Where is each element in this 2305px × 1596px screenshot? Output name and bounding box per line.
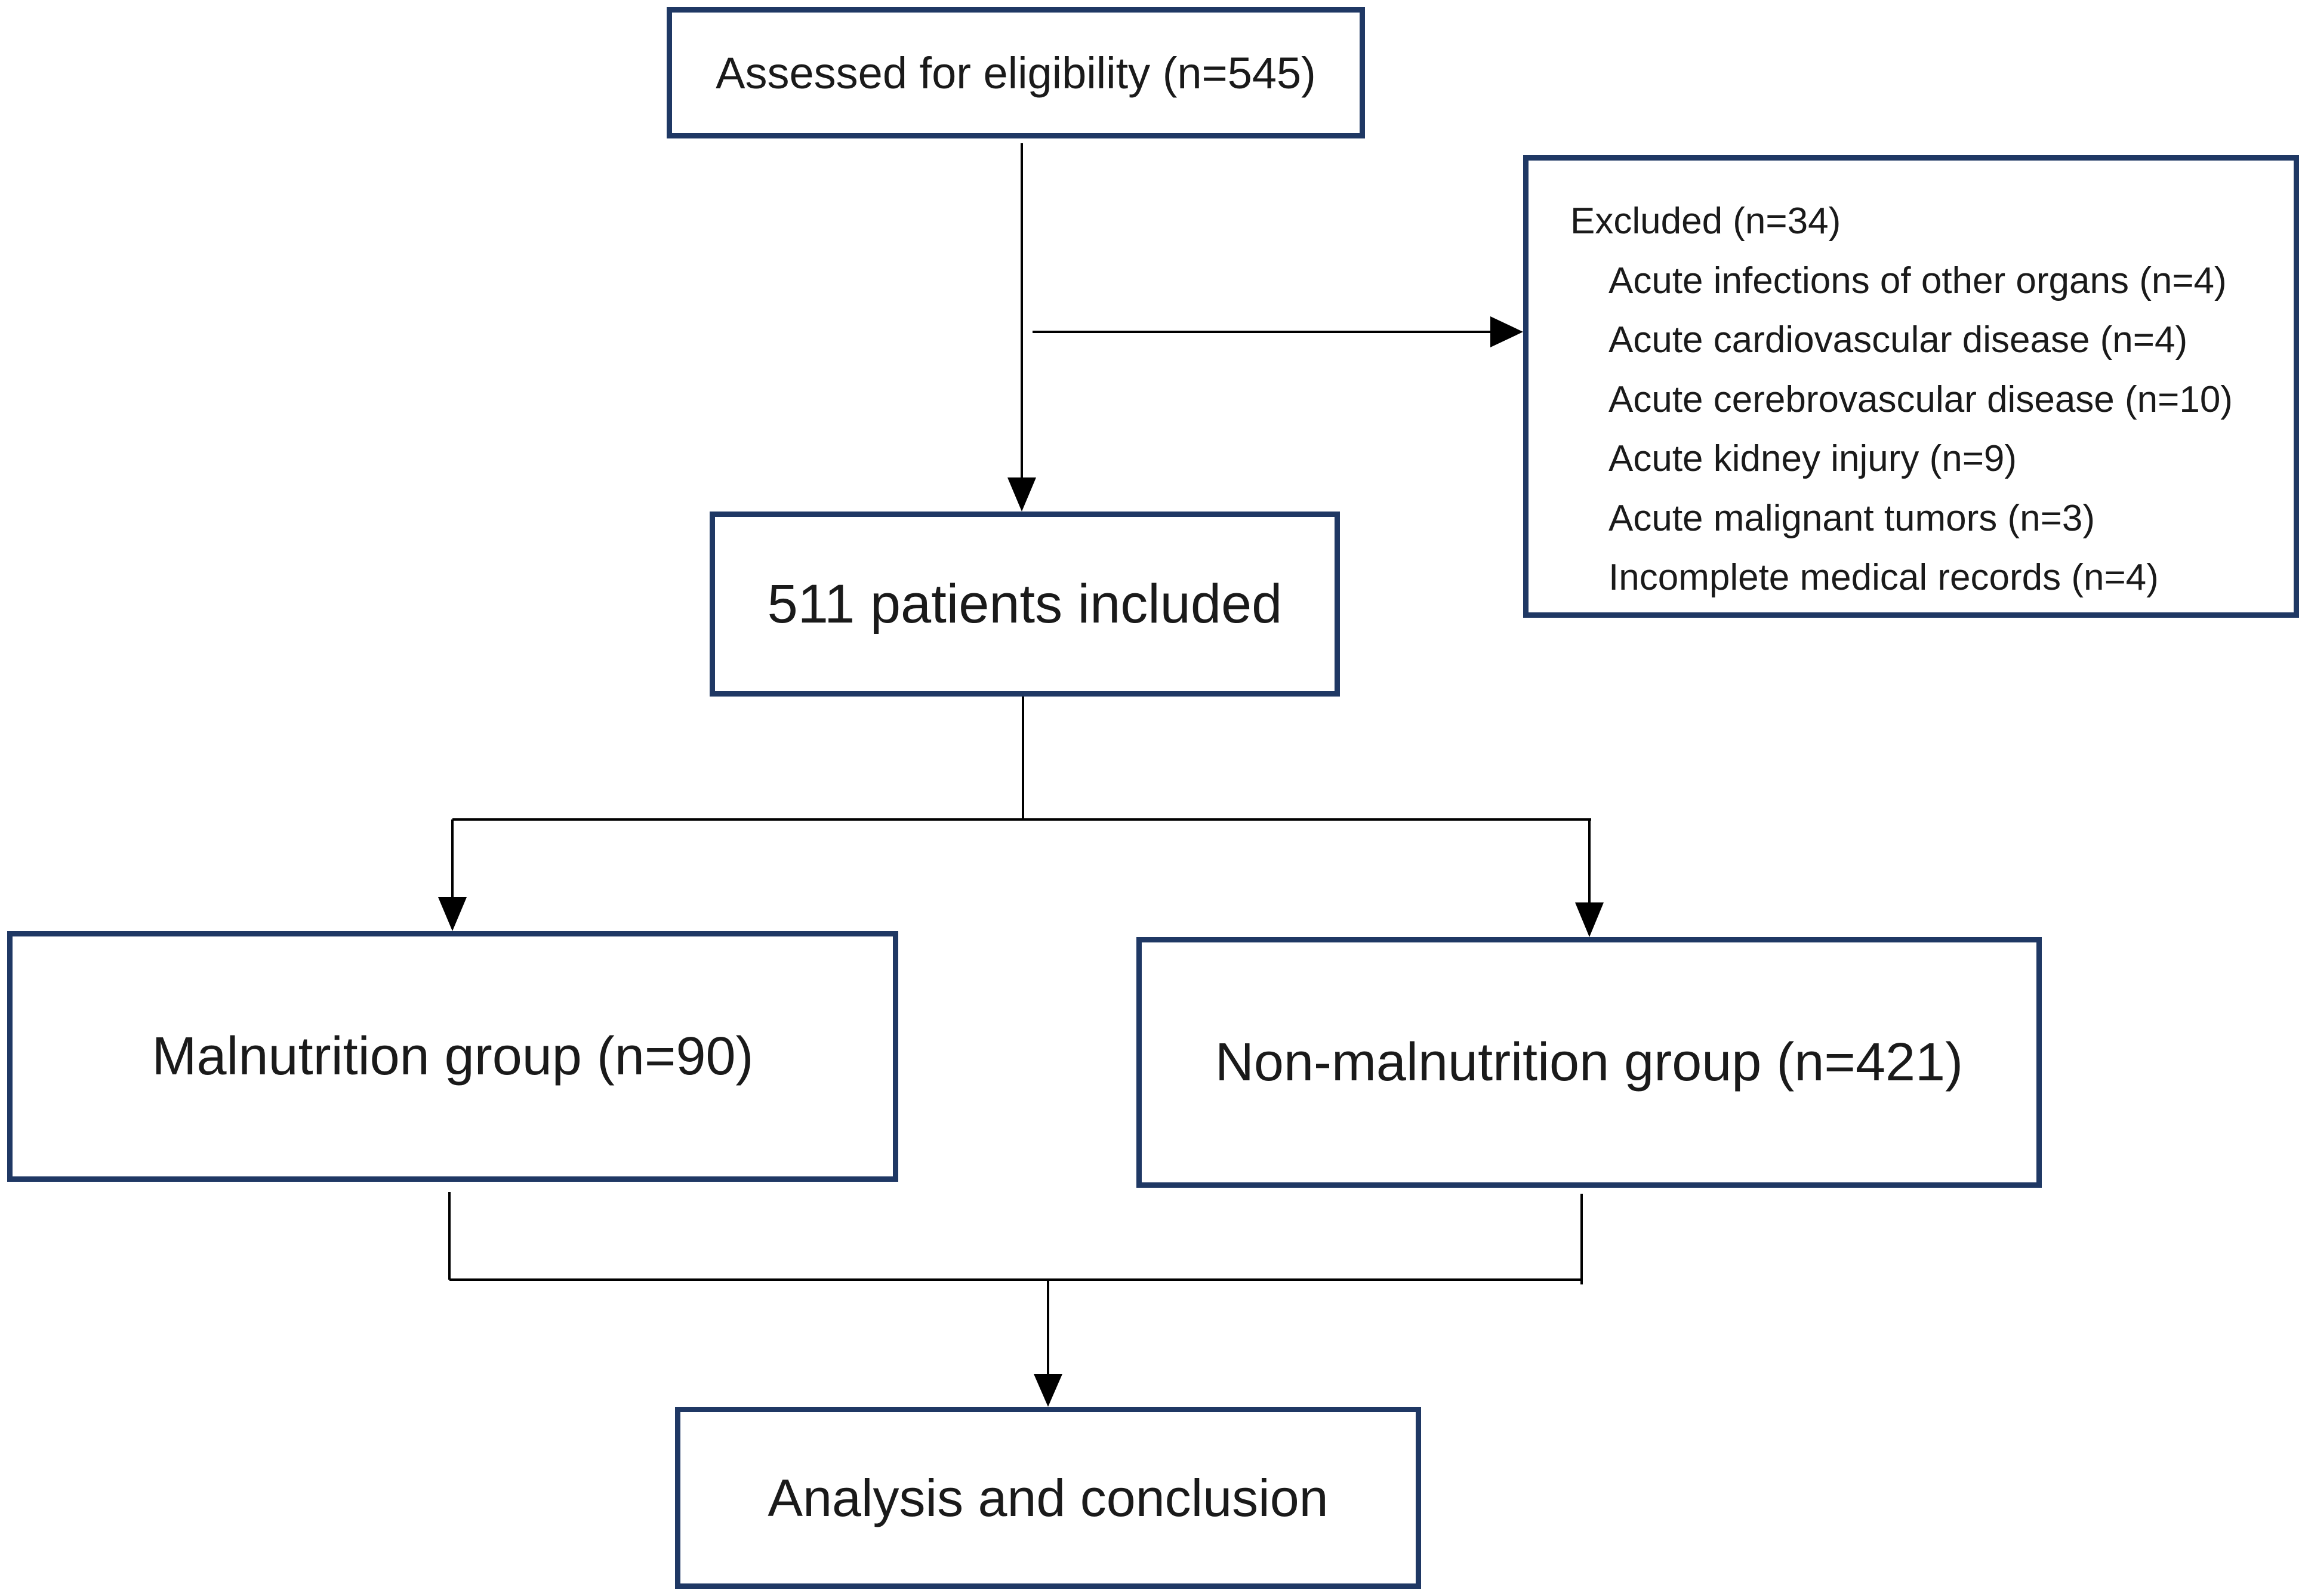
included-label: 511 patients included bbox=[767, 573, 1283, 634]
excluded-item: Acute infections of other organs (n=4) bbox=[1608, 260, 2227, 301]
assessed-box: Assessed for eligibility (n=545) bbox=[667, 7, 1365, 138]
non-malnutrition-group-label: Non-malnutrition group (n=421) bbox=[1215, 1032, 1964, 1092]
malnutrition-group-box: Malnutrition group (n=90) bbox=[7, 931, 898, 1182]
excluded-title: Excluded (n=34) bbox=[1570, 201, 1841, 242]
analysis-box: Analysis and conclusion bbox=[675, 1407, 1421, 1589]
excluded-item: Incomplete medical records (n=4) bbox=[1608, 557, 2159, 598]
non-malnutrition-group-box: Non-malnutrition group (n=421) bbox=[1136, 937, 2042, 1188]
arrowhead-excluded bbox=[1490, 316, 1523, 347]
excluded-item: Acute kidney injury (n=9) bbox=[1608, 438, 2017, 479]
assessed-label: Assessed for eligibility (n=545) bbox=[716, 48, 1316, 98]
arrowhead-malnutrition bbox=[438, 897, 467, 931]
excluded-list: Acute infections of other organs (n=4) A… bbox=[1570, 251, 2294, 608]
arrowhead-analysis bbox=[1034, 1374, 1062, 1407]
arrowhead-included bbox=[1007, 477, 1036, 512]
excluded-box: Excluded (n=34) Acute infections of othe… bbox=[1523, 155, 2299, 618]
excluded-item: Acute malignant tumors (n=3) bbox=[1608, 497, 2095, 539]
excluded-item: Acute cardiovascular disease (n=4) bbox=[1608, 319, 2188, 361]
included-box: 511 patients included bbox=[710, 512, 1340, 697]
malnutrition-group-label: Malnutrition group (n=90) bbox=[152, 1026, 754, 1086]
arrowhead-non-malnutrition bbox=[1575, 902, 1604, 937]
excluded-item: Acute cerebrovascular disease (n=10) bbox=[1608, 378, 2233, 420]
analysis-label: Analysis and conclusion bbox=[768, 1468, 1329, 1527]
